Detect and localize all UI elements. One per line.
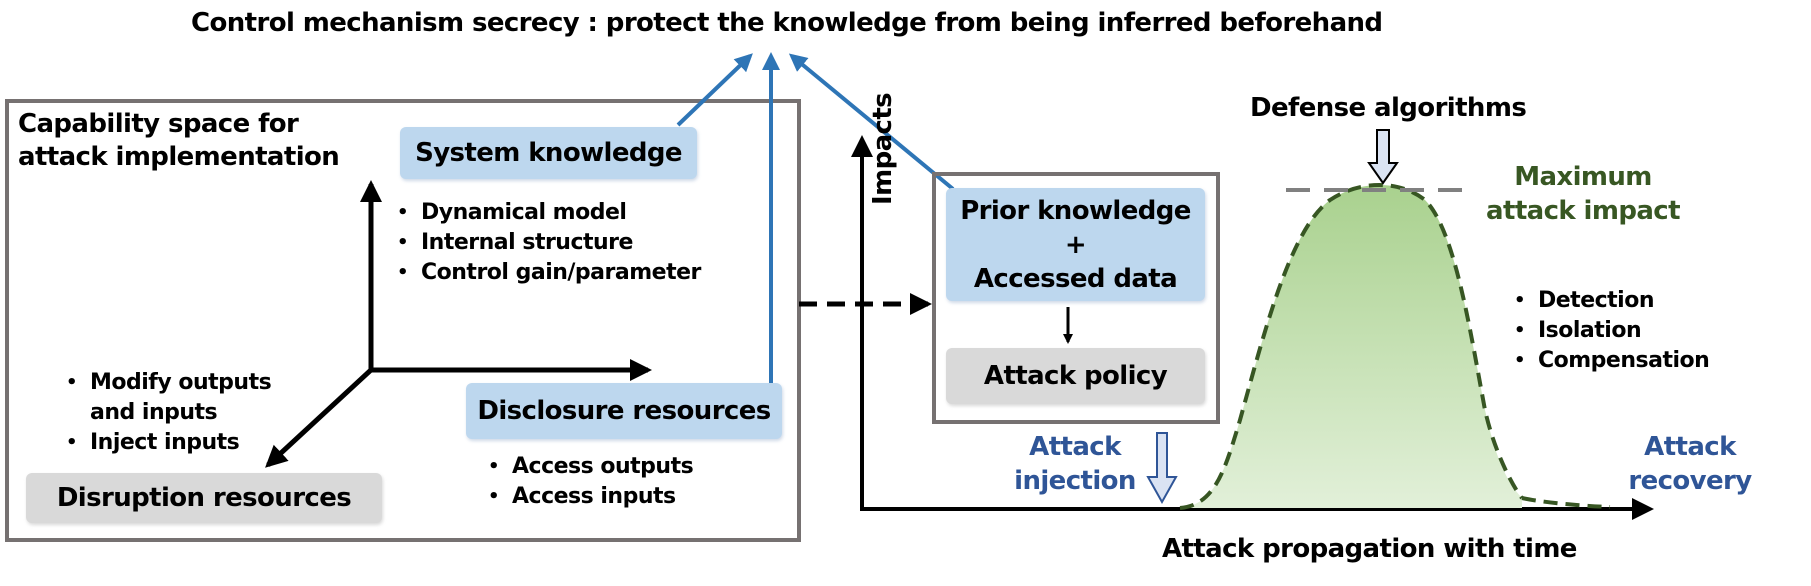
attack-impact-curve-fill — [1180, 185, 1522, 508]
attack-injection-line2: injection — [1014, 466, 1136, 496]
time-axis-label: Attack propagation with time — [1162, 534, 1577, 564]
impacts-axis-label: Impacts — [868, 92, 898, 205]
attack-recovery-label: Attack recovery — [1625, 430, 1755, 498]
defense-arrow-icon — [1367, 129, 1399, 185]
disclosure-resources-label: Disclosure resources — [477, 396, 771, 426]
list-item: Access inputs — [486, 482, 693, 512]
injection-arrow-icon — [1146, 432, 1178, 505]
list-item: Access outputs — [486, 452, 694, 482]
plus-sign: + — [1064, 229, 1087, 260]
max-impact-line2: attack impact — [1486, 196, 1681, 226]
disruption-resources-box: Disruption resources — [26, 473, 382, 523]
capability-space-frame — [5, 99, 801, 542]
list-item: Modify outputs — [64, 368, 272, 398]
attack-recovery-line2: recovery — [1628, 466, 1752, 496]
attack-policy-label: Attack policy — [983, 361, 1168, 391]
disruption-list: Modify outputs and inputs Inject inputs — [64, 368, 272, 458]
system-knowledge-box: System knowledge — [400, 127, 697, 179]
capability-space-title-line1: Capability space for — [18, 109, 299, 139]
list-item: Dynamical model — [395, 198, 701, 228]
defense-list: Detection Isolation Compensation — [1512, 286, 1710, 376]
prior-knowledge-box: Prior knowledge + Accessed data — [946, 188, 1205, 301]
list-item: Control gain/parameter — [395, 258, 701, 288]
accessed-data-label: Accessed data — [973, 263, 1178, 294]
max-impact-label: Maximum attack impact — [1478, 160, 1688, 228]
system-knowledge-label: System knowledge — [415, 138, 682, 168]
disruption-resources-label: Disruption resources — [56, 483, 352, 513]
secrecy-arrow-system-knowledge — [676, 53, 753, 127]
capability-space-title: Capability space for attack implementati… — [18, 108, 340, 174]
list-item-continued: and inputs — [90, 400, 218, 425]
list-item: Isolation — [1512, 316, 1709, 346]
max-impact-line1: Maximum — [1514, 162, 1652, 192]
secrecy-title: Control mechanism secrecy : protect the … — [191, 8, 1383, 38]
list-item: Inject inputs — [64, 428, 271, 458]
list-item: Detection — [1512, 286, 1709, 316]
disclosure-list: Access outputs Access inputs — [486, 452, 694, 512]
capability-space-title-line2: attack implementation — [18, 142, 340, 172]
list-item: Compensation — [1512, 346, 1710, 376]
prior-knowledge-label: Prior knowledge — [960, 195, 1191, 226]
system-knowledge-list: Dynamical model Internal structure Contr… — [395, 198, 701, 288]
disclosure-resources-box: Disclosure resources — [466, 383, 782, 439]
axis-disruption — [265, 367, 374, 468]
attack-injection-label: Attack injection — [1010, 430, 1140, 498]
attack-recovery-line1: Attack — [1644, 432, 1736, 462]
list-item: Internal structure — [395, 228, 701, 258]
defense-algorithms-label: Defense algorithms — [1250, 93, 1527, 123]
secrecy-arrow-prior-knowledge — [788, 53, 955, 191]
attack-injection-line1: Attack — [1029, 432, 1121, 462]
attack-policy-box: Attack policy — [946, 348, 1205, 404]
attack-model-frame — [932, 172, 1220, 424]
